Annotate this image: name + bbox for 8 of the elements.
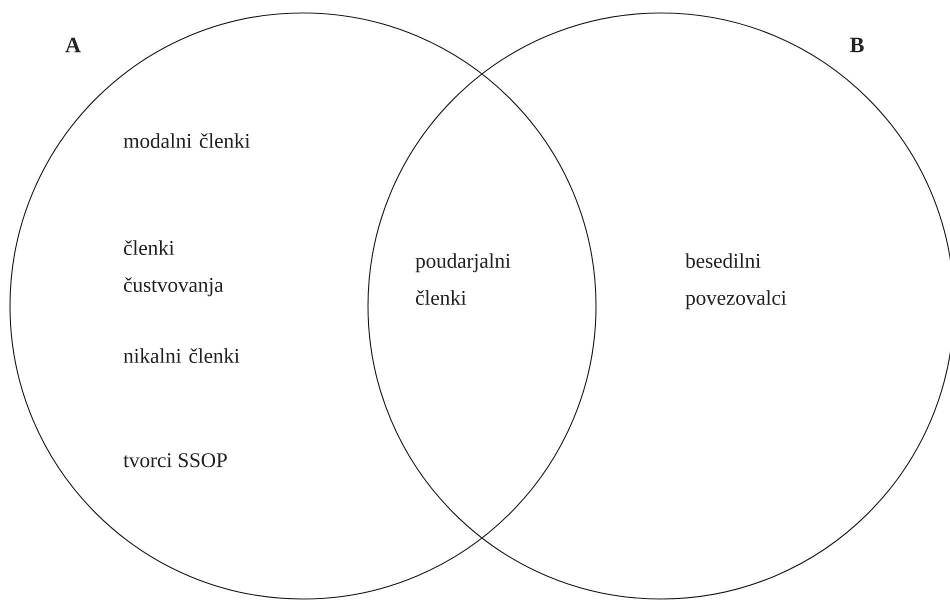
category-text: poudarjalni členki: [416, 253, 510, 305]
set-letter: A: [65, 38, 81, 52]
category-text: tvorci SSOP: [123, 453, 227, 468]
category-text: členki čustvovanja: [124, 240, 224, 296]
category-text: nikalni členki: [124, 348, 240, 363]
category-text: modalni členki: [124, 133, 250, 148]
category-text: besedilni povezovalci: [685, 253, 786, 310]
set-letter: B: [850, 38, 864, 52]
